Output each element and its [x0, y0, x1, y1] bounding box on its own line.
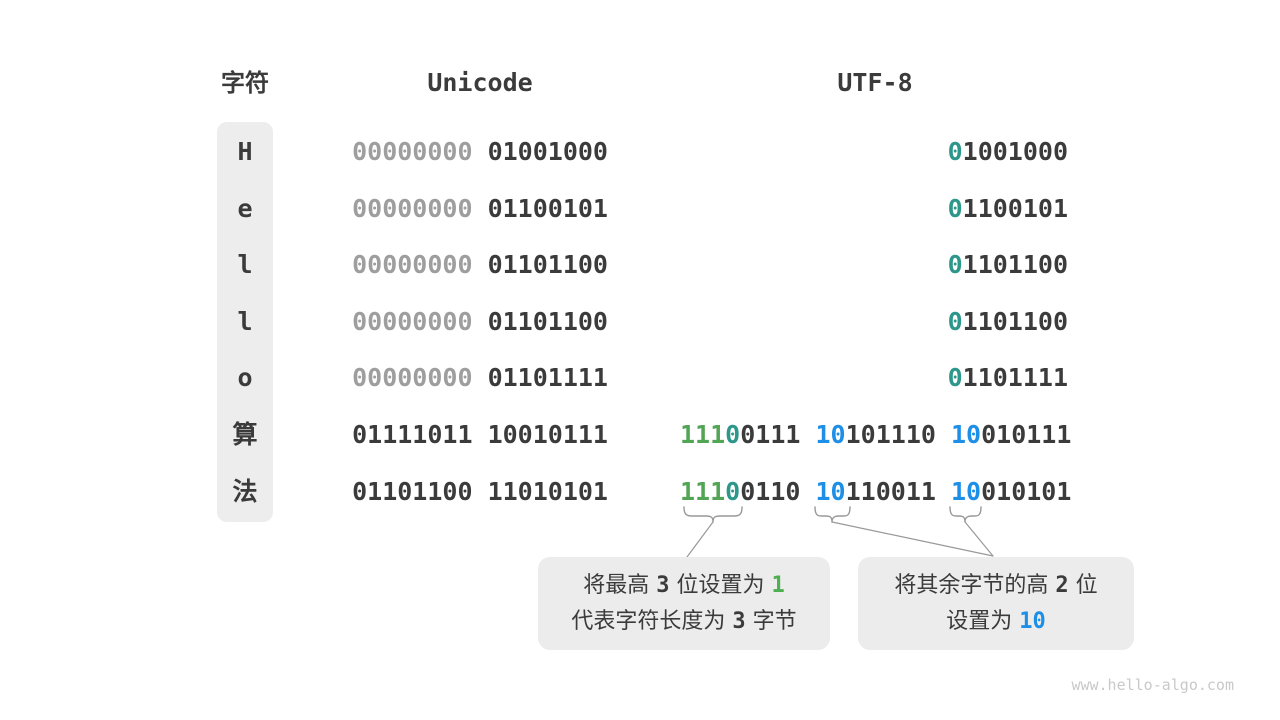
char-label: e: [237, 194, 253, 223]
unicode-bits-segment: 00000000: [352, 307, 473, 336]
char-label: 算: [232, 420, 258, 449]
note-continuation-bits: 将其余字节的高 2 位设置为 10: [858, 557, 1134, 650]
utf8-bits-segment: 10: [815, 477, 846, 506]
column-header-utf8: UTF-8: [837, 68, 913, 97]
utf8-value: 01101100: [680, 304, 1068, 340]
unicode-bits-segment: 01101100: [487, 250, 608, 279]
utf8-value: 11100111 10101110 10010111: [680, 417, 1072, 453]
utf8-value: 11100110 10110011 10010101: [680, 474, 1072, 510]
utf8-bits-segment: 111: [680, 477, 726, 506]
utf8-bits-segment: 1101111: [962, 363, 1068, 392]
table-row: H 00000000 01001000 01001000: [0, 134, 1280, 170]
unicode-value: 00000000 01101100: [340, 304, 608, 340]
utf8-bits-segment: 0: [725, 420, 741, 449]
utf8-bits-segment: 10: [950, 477, 982, 506]
table-row: 算 01111011 10010111 11100111 10101110 10…: [0, 417, 1280, 453]
utf8-value: 01100101: [680, 191, 1068, 227]
utf8-bits-segment: 0: [947, 250, 963, 279]
utf8-bits-segment: 1001000: [962, 137, 1068, 166]
utf8-bits-segment: 0: [947, 194, 963, 223]
utf8-bits-segment: 0: [725, 477, 741, 506]
char-label: 法: [232, 477, 258, 506]
note-line: 代表字符长度为 3 字节: [571, 609, 797, 634]
utf8-bits-segment: 0: [947, 363, 963, 392]
column-header-unicode: Unicode: [427, 68, 533, 97]
utf8-bits-segment: 111: [680, 420, 726, 449]
unicode-bits-segment: 01111011: [352, 420, 473, 449]
unicode-bits-segment: 01101100: [352, 477, 473, 506]
unicode-value: 00000000 01100101: [340, 191, 608, 227]
utf8-bits-segment: 0110: [740, 477, 801, 506]
char-label: l: [237, 307, 253, 336]
connector-right-note-b: [964, 521, 994, 557]
column-header-char: 字符: [221, 69, 269, 97]
utf8-bits-segment: 1101100: [962, 307, 1068, 336]
utf8-bits-segment: 0: [947, 137, 963, 166]
table-row: o 00000000 01101111 01101111: [0, 360, 1280, 396]
note-line: 将其余字节的高 2 位: [894, 573, 1098, 598]
connector-left-note: [686, 521, 714, 558]
unicode-bits-segment: 11010101: [487, 477, 608, 506]
utf8-bits-segment: 1101100: [962, 250, 1068, 279]
unicode-value: 01101100 11010101: [340, 474, 608, 510]
note-line: 将最高 3 位设置为 1: [583, 573, 785, 598]
utf8-bits-segment: 0111: [740, 420, 801, 449]
unicode-bits-segment: 01101111: [487, 363, 608, 392]
unicode-value: 01111011 10010111: [340, 417, 608, 453]
char-label: H: [237, 137, 253, 166]
unicode-bits-segment: 01001000: [487, 137, 608, 166]
char-label: l: [237, 250, 253, 279]
table-row: l 00000000 01101100 01101100: [0, 304, 1280, 340]
utf8-bits-segment: 101110: [845, 420, 936, 449]
char-label: o: [237, 363, 253, 392]
unicode-bits-segment: 00000000: [352, 194, 473, 223]
utf8-value: 01101100: [680, 247, 1068, 283]
utf8-bits-segment: 010101: [981, 477, 1072, 506]
table-row: l 00000000 01101100 01101100: [0, 247, 1280, 283]
unicode-bits-segment: 00000000: [352, 250, 473, 279]
utf8-bits-segment: 10: [815, 420, 846, 449]
watermark: www.hello-algo.com: [1071, 676, 1234, 694]
unicode-bits-segment: 01101100: [487, 307, 608, 336]
unicode-bits-segment: 01100101: [487, 194, 608, 223]
unicode-bits-segment: 10010111: [487, 420, 608, 449]
utf8-bits-segment: 010111: [981, 420, 1072, 449]
utf8-value: 01001000: [680, 134, 1068, 170]
utf8-bits-segment: 0: [947, 307, 963, 336]
char-column-background: [217, 122, 273, 522]
unicode-value: 00000000 01001000: [340, 134, 608, 170]
utf8-value: 01101111: [680, 360, 1068, 396]
table-row: 法 01101100 11010101 11100110 10110011 10…: [0, 474, 1280, 510]
note-high-bits: 将最高 3 位设置为 1 代表字符长度为 3 字节: [538, 557, 830, 650]
unicode-bits-segment: 00000000: [352, 137, 473, 166]
unicode-value: 00000000 01101111: [340, 360, 608, 396]
note-line: 设置为 10: [946, 609, 1046, 634]
table-row: e 00000000 01100101 01100101: [0, 191, 1280, 227]
utf8-bits-segment: 110011: [845, 477, 936, 506]
utf8-bits-segment: 10: [950, 420, 982, 449]
connector-right-note-a: [831, 521, 994, 557]
unicode-value: 00000000 01101100: [340, 247, 608, 283]
utf8-bits-segment: 1100101: [962, 194, 1068, 223]
unicode-bits-segment: 00000000: [352, 363, 473, 392]
